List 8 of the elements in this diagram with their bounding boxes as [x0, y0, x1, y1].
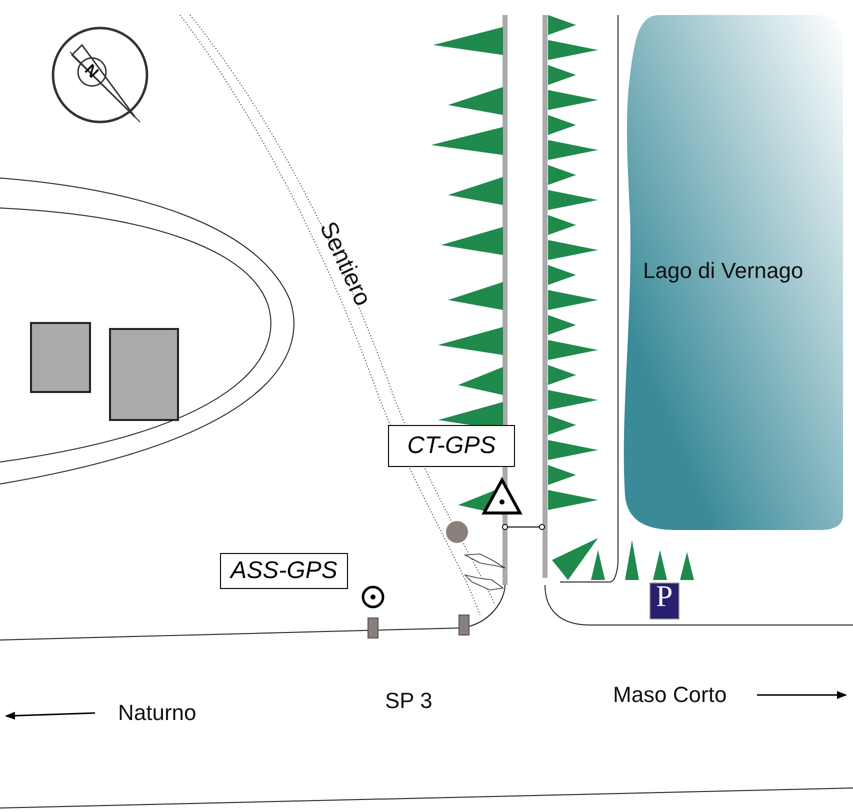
- place-name: Maso Corto: [613, 682, 727, 708]
- road-name: SP 3: [385, 688, 432, 714]
- lake-name: Lago di Vernago: [643, 258, 804, 284]
- parking-letter: P: [656, 580, 673, 614]
- place-name: Naturno: [118, 700, 196, 726]
- station-label: ASS-GPS: [220, 553, 348, 589]
- station-label: CT-GPS: [388, 425, 515, 467]
- north-letter: N: [80, 62, 102, 82]
